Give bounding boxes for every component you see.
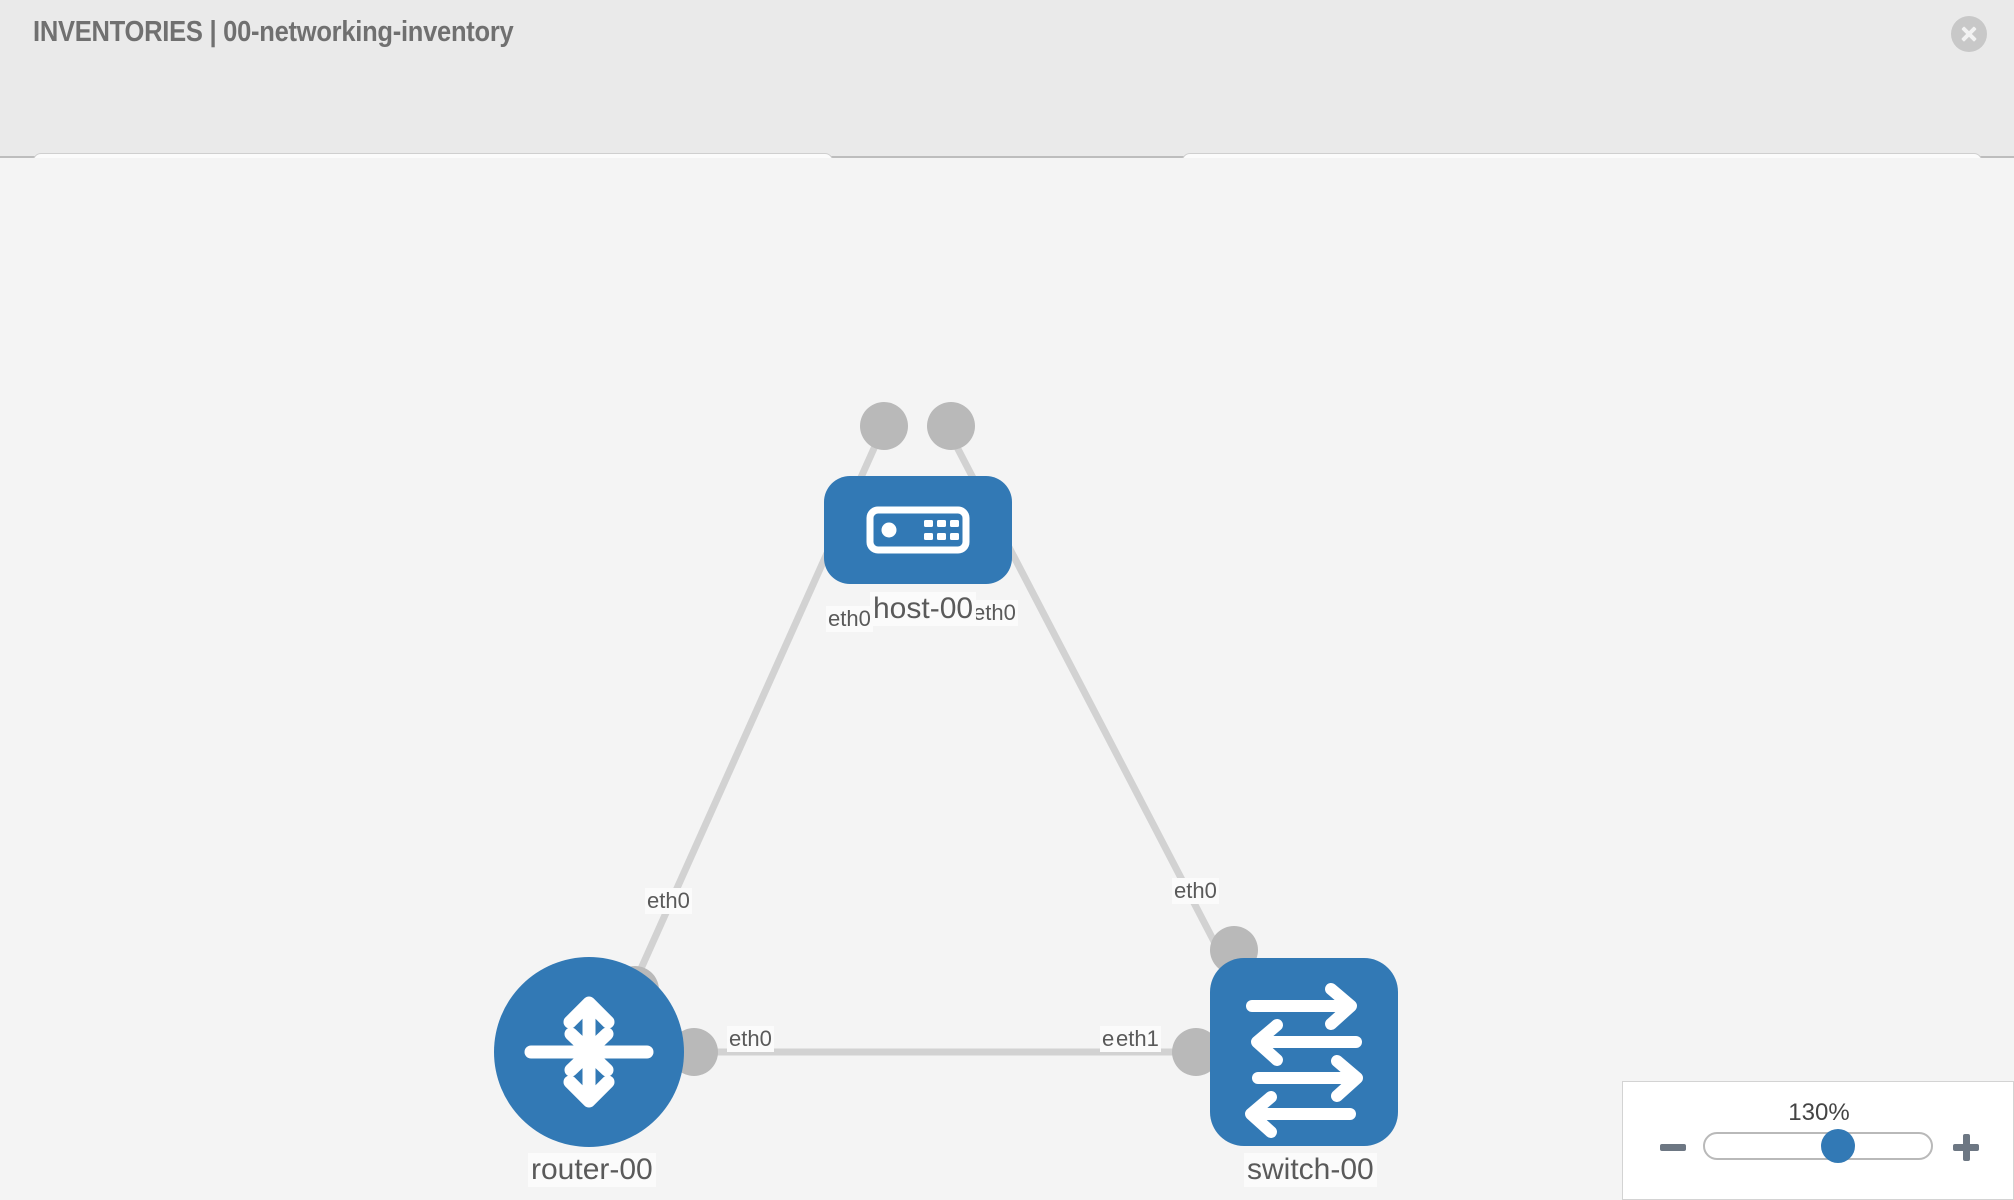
topology-graph[interactable] — [0, 158, 2014, 1200]
pin-switch-left[interactable] — [1172, 1028, 1220, 1076]
iface-label-router-right[interactable]: eth0 — [727, 1026, 774, 1052]
node-label-router-00[interactable]: router-00 — [528, 1153, 656, 1187]
close-icon[interactable] — [1951, 16, 1987, 52]
iface-label-router-up[interactable]: eth0 — [645, 888, 692, 914]
topology-canvas[interactable]: eth0 eth0 eth0 eth0 eth0 eth0 eth1 host-… — [0, 158, 2014, 1200]
topology-toolbar: ACTIONS SEARCH — [0, 68, 2014, 209]
node-label-switch-00[interactable]: switch-00 — [1244, 1153, 1377, 1187]
iface-label-switch-left-eth1[interactable]: eth1 — [1114, 1026, 1161, 1052]
node-router-00[interactable] — [494, 957, 684, 1147]
zoom-in-button[interactable] — [1949, 1130, 1983, 1164]
zoom-slider[interactable] — [1703, 1129, 1933, 1163]
page-title: INVENTORIES | 00-networking-inventory — [33, 16, 514, 48]
node-switch-00[interactable] — [1210, 958, 1398, 1146]
iface-label-host-left[interactable]: eth0 — [826, 606, 873, 632]
iface-label-host-right[interactable]: eth0 — [971, 600, 1018, 626]
pin-host-right[interactable] — [927, 402, 975, 450]
node-label-host-00[interactable]: host-00 — [870, 592, 977, 626]
zoom-control-panel: 130% — [1622, 1081, 2014, 1200]
node-host-00[interactable] — [824, 476, 1012, 584]
iface-label-switch-up[interactable]: eth0 — [1172, 878, 1219, 904]
pin-host-left[interactable] — [860, 402, 908, 450]
zoom-level-value: 130% — [1788, 1099, 1850, 1126]
page-header: INVENTORIES | 00-networking-inventory — [0, 0, 2014, 68]
zoom-slider-thumb[interactable] — [1821, 1129, 1856, 1163]
zoom-out-button[interactable] — [1656, 1130, 1690, 1164]
